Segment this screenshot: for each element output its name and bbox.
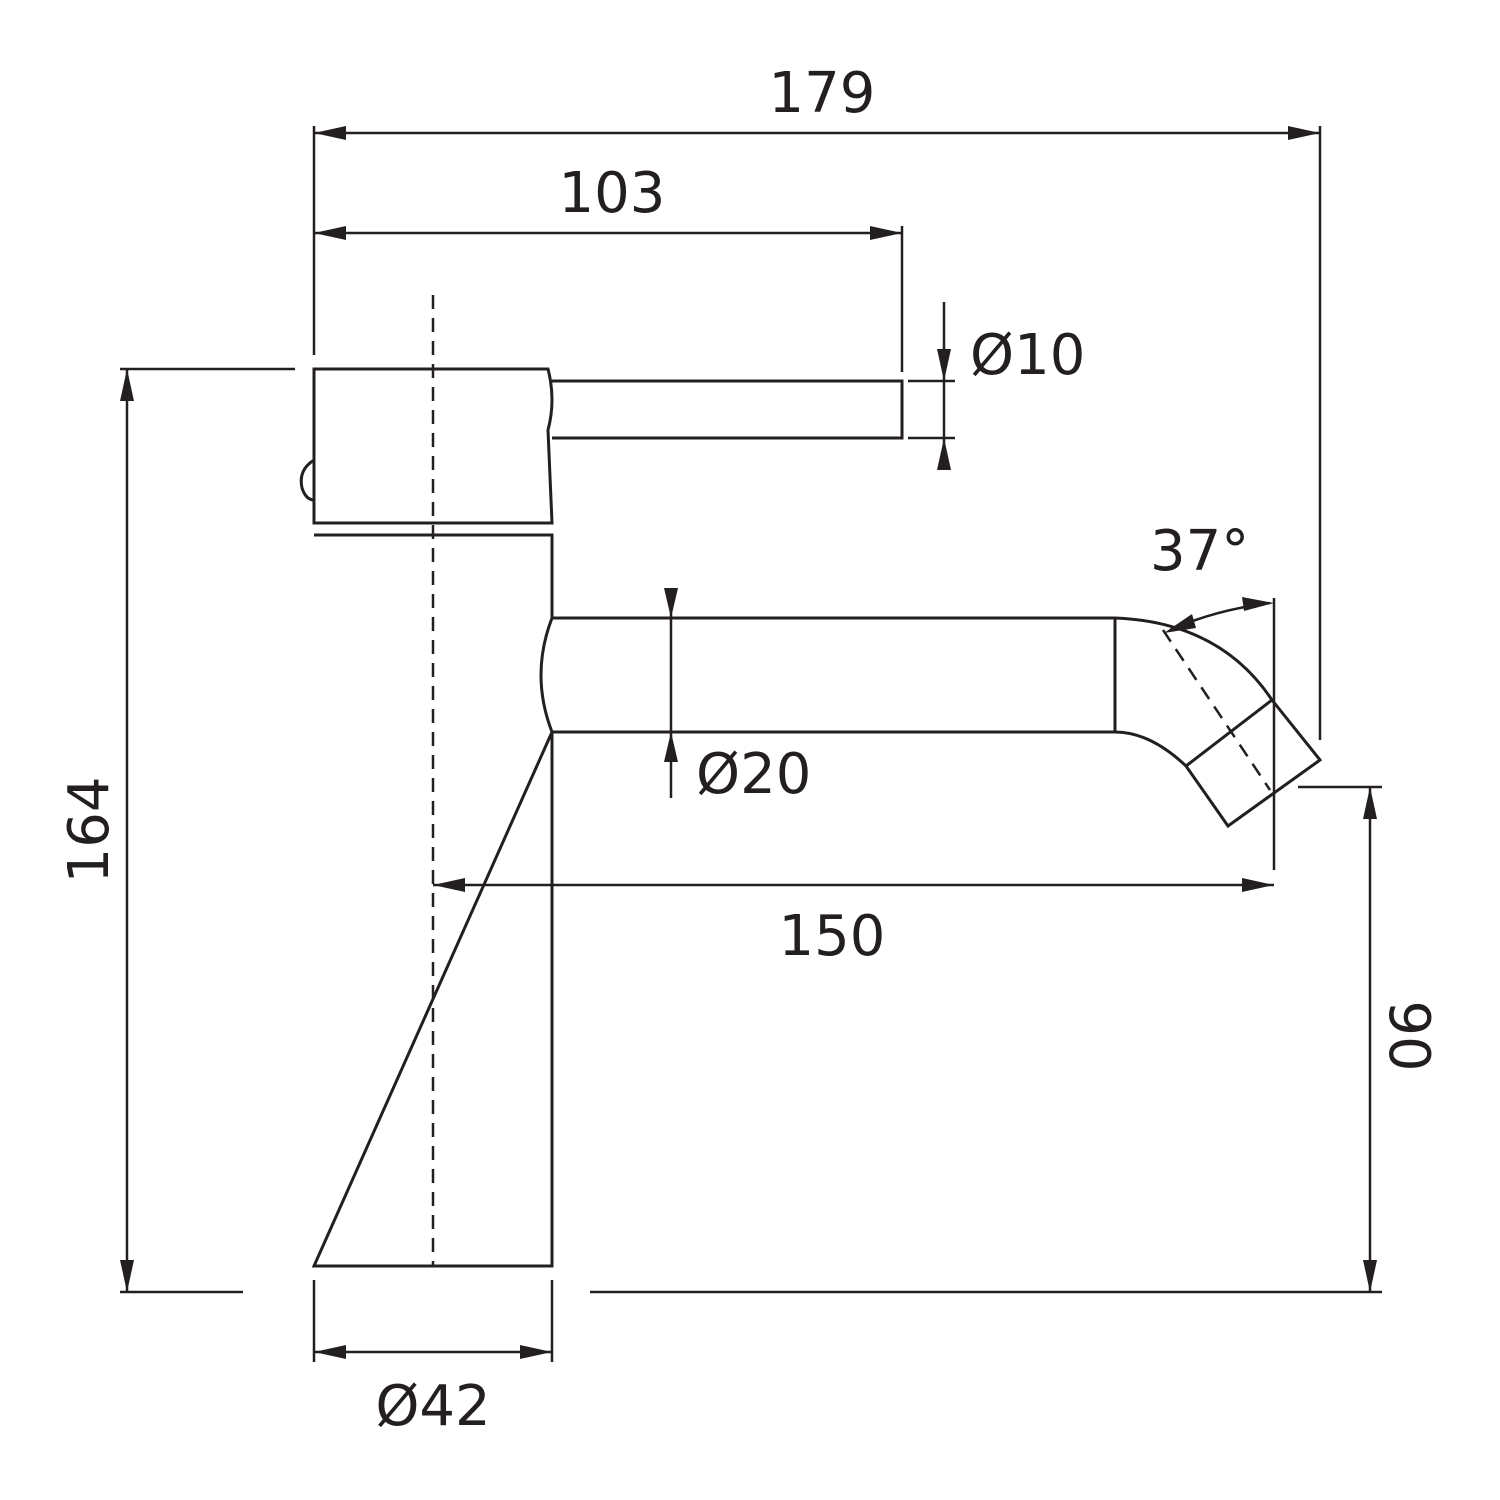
dimension-spout-reach: 150 bbox=[433, 878, 1274, 969]
lever-reach-label: 103 bbox=[559, 161, 666, 226]
dimension-lever-diameter: Ø10 bbox=[908, 302, 1085, 470]
spout-centerline bbox=[1161, 629, 1272, 791]
lever bbox=[552, 379, 904, 440]
dimension-spout-diameter: Ø20 bbox=[664, 588, 811, 807]
handle-cap bbox=[312, 367, 554, 525]
spout-height-label: 90 bbox=[1376, 1000, 1441, 1071]
handle-knob bbox=[299, 458, 315, 502]
dimension-body-diameter: Ø42 bbox=[312, 1280, 554, 1439]
dimension-overall-width: 179 bbox=[312, 61, 1322, 740]
dimension-overall-height: 164 bbox=[57, 367, 295, 1294]
spout-angle-label: 37° bbox=[1150, 519, 1249, 584]
body-diameter-label: Ø42 bbox=[375, 1374, 490, 1439]
spout-diameter-label: Ø20 bbox=[696, 742, 811, 807]
dimension-spout-angle: 37° bbox=[1150, 519, 1276, 870]
overall-width-label: 179 bbox=[769, 61, 876, 126]
faucet-outline bbox=[299, 295, 1323, 1268]
dimension-spout-height: 90 bbox=[590, 785, 1441, 1294]
aerator-line bbox=[1185, 698, 1273, 768]
dimension-lever-reach: 103 bbox=[314, 161, 904, 372]
overall-height-label: 164 bbox=[57, 777, 122, 884]
spout-pipe bbox=[539, 616, 1117, 734]
lever-diameter-label: Ø10 bbox=[970, 323, 1085, 388]
spout-bend bbox=[1114, 616, 1323, 829]
spout-reach-label: 150 bbox=[779, 904, 886, 969]
